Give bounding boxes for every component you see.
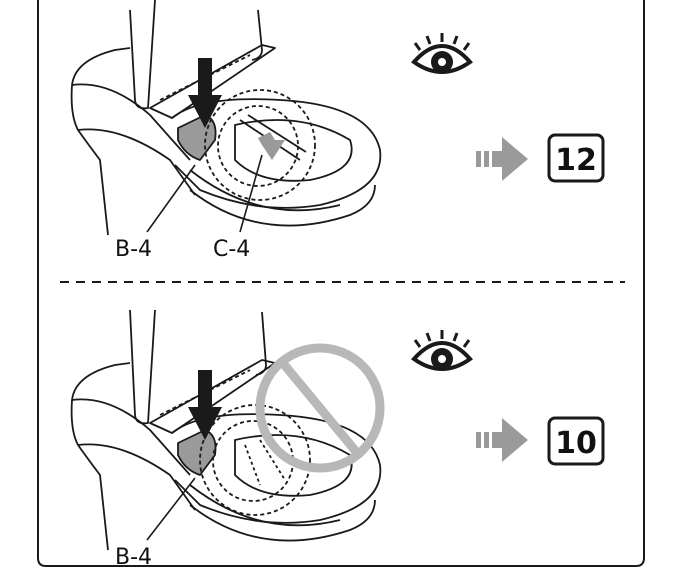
leader-c4-top: [239, 154, 263, 233]
outer-frame: [37, 0, 645, 567]
leader-b4-bottom: [146, 477, 196, 541]
raised-lid-bottom: [129, 309, 156, 425]
arrow-right-icon: [476, 137, 528, 181]
svg-text:12: 12: [555, 143, 597, 178]
step-box-top: 12: [547, 133, 605, 183]
nozzle-arrow-icon: [258, 132, 285, 160]
label-b4-bottom: B-4: [115, 545, 152, 570]
label-b4-top: B-4: [115, 237, 152, 262]
leader-b4-top: [146, 164, 196, 233]
raised-lid: [129, 0, 156, 110]
svg-text:10: 10: [555, 426, 597, 461]
toilet-body: [70, 47, 131, 236]
panel-top-illustration: [70, 0, 382, 236]
label-c4-top: C-4: [213, 237, 250, 262]
panel-bottom-illustration: [70, 309, 382, 551]
down-arrow-icon-bottom: [188, 370, 222, 440]
eye-icon-bottom: [411, 330, 473, 371]
prohibition-icon: [255, 343, 385, 473]
down-arrow-icon: [188, 58, 222, 128]
arrow-right-icon-bottom: [476, 418, 528, 462]
eye-icon: [411, 33, 473, 74]
step-box-bottom: 10: [547, 416, 605, 466]
